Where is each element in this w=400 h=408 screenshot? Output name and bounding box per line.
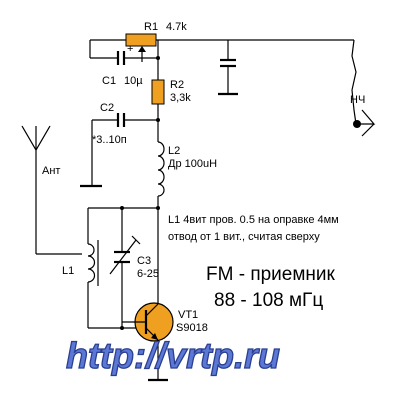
c2-value: *3..10п (92, 134, 127, 146)
ground-symbols (80, 92, 238, 382)
title-line-1: FM - приемник (206, 264, 336, 285)
l2-label: L2 (168, 145, 180, 157)
watermark-url: http://vrtp.ru (66, 335, 280, 376)
c1-polarity: + (127, 43, 133, 55)
c3-label: C3 (137, 255, 151, 267)
r1-value: 4.7k (166, 21, 187, 33)
r1-potentiometer: R1 4.7k (125, 21, 187, 62)
inductor-icon (87, 243, 96, 283)
title-line-2: 88 - 108 мГц (214, 290, 323, 311)
winding-notes: L1 4вит пров. 0.5 на оправке 4мм отвод о… (168, 214, 339, 243)
c2-capacitor: C2 *3..10п (92, 102, 127, 146)
c1-label: C1 (102, 75, 116, 87)
c1-capacitor: + C1 10µ (102, 43, 143, 87)
output-capacitor (220, 58, 236, 68)
resistor-icon (151, 79, 165, 105)
c1-value: 10µ (124, 75, 143, 87)
antenna-label: Ант (42, 165, 60, 177)
vt1-value: S9018 (176, 322, 208, 334)
l2-value: Др 100uH (168, 158, 217, 170)
receiver-title: FM - приемник 88 - 108 мГц (206, 264, 336, 311)
vt1-label: VT1 (178, 309, 198, 321)
output-terminal (353, 120, 361, 128)
inductor-icon (157, 141, 165, 197)
c3-capacitor: C3 6-25 (109, 235, 159, 280)
c3-value: 6-25 (137, 268, 159, 280)
r2-label: R2 (170, 79, 184, 91)
c2-label: C2 (100, 102, 114, 114)
junction-dots (120, 56, 160, 330)
r2-resistor: R2 3,3k (151, 79, 191, 105)
vt1-transistor: VT1 S9018 (122, 296, 208, 344)
resistor-icon (125, 33, 157, 47)
note-line-1: L1 4вит пров. 0.5 на оправке 4мм (168, 214, 339, 226)
note-line-2: отвод от 1 вит., считая сверху (168, 231, 320, 243)
output-label: НЧ (350, 94, 365, 106)
arrow-right-icon (356, 109, 376, 137)
r2-value: 3,3k (170, 92, 191, 104)
r1-label: R1 (144, 21, 158, 33)
l2-inductor: L2 Др 100uH (157, 141, 217, 197)
l1-inductor: L1 (62, 240, 99, 286)
antenna: Ант (21, 125, 60, 177)
audio-output: НЧ (350, 94, 376, 137)
l1-label: L1 (62, 265, 74, 277)
